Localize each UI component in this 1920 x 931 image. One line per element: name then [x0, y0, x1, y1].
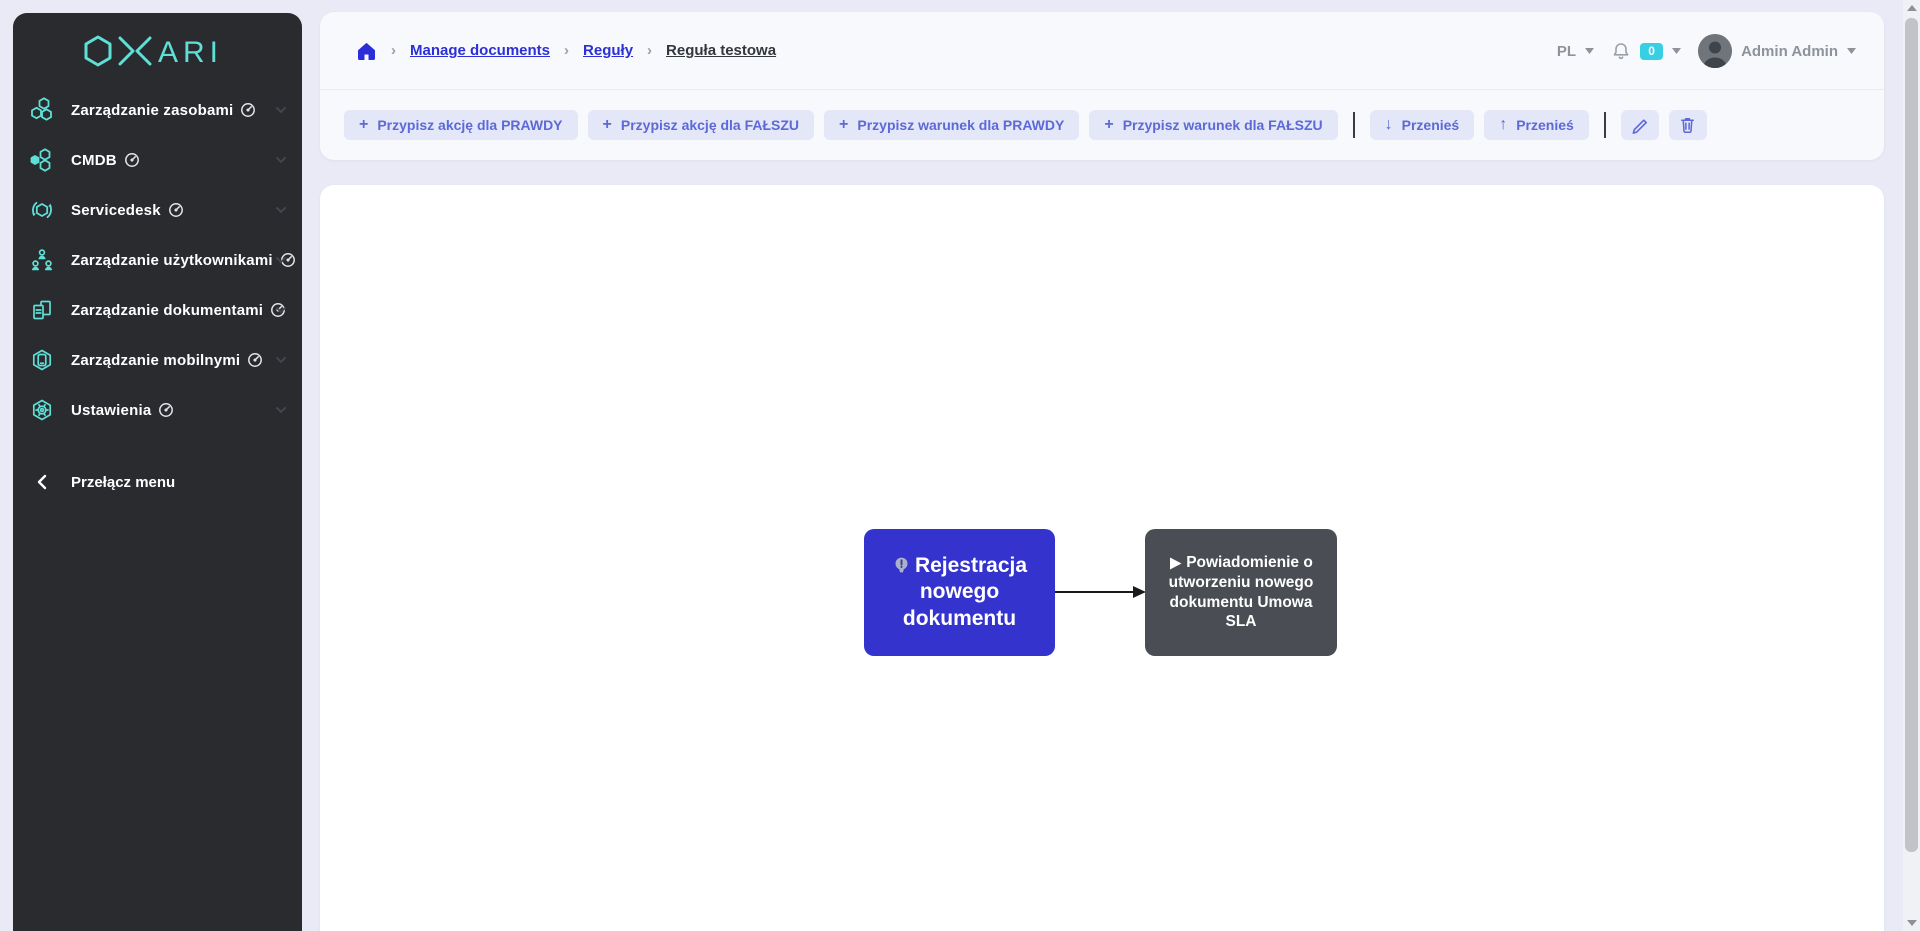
chevron-down-icon	[274, 203, 288, 222]
move-down-button[interactable]: ↓ Przenieś	[1369, 109, 1475, 140]
node-content: Powiadomienie o utworzeniu nowego dokume…	[1155, 553, 1327, 632]
language-selector[interactable]: PL	[1556, 42, 1577, 60]
avatar[interactable]	[1698, 34, 1733, 68]
button-label: Przypisz warunek dla FAŁSZU	[1122, 116, 1323, 133]
servicedesk-icon	[29, 197, 55, 223]
sidebar-item-label: Zarządzanie dokumentami	[71, 301, 264, 319]
gauge-icon	[247, 352, 263, 368]
rule-flow-canvas[interactable]: Rejestracja nowego dokumentu Powiadomien…	[320, 185, 1884, 931]
breadcrumb-separator: ›	[564, 42, 570, 59]
settings-icon	[29, 397, 55, 423]
breadcrumb: › Manage documents › Reguły › Reguła tes…	[320, 12, 1884, 90]
toolbar-divider	[1603, 111, 1606, 138]
pencil-icon	[1630, 115, 1649, 134]
chevron-down-icon	[274, 153, 288, 172]
gauge-icon	[124, 152, 140, 168]
sidebar-item-label: CMDB	[71, 151, 117, 169]
assign-action-false-button[interactable]: + Przypisz akcję dla FAŁSZU	[587, 109, 815, 140]
sidebar-item-zarzadzanie-mobilnymi[interactable]: Zarządzanie mobilnymi	[13, 335, 302, 385]
scroll-up-arrow-icon[interactable]	[1903, 0, 1920, 16]
plus-icon: +	[602, 115, 612, 133]
sidebar-item-zarzadzanie-zasobami[interactable]: Zarządzanie zasobami	[13, 85, 302, 135]
arrow-up-icon: ↑	[1499, 115, 1508, 133]
sidebar-item-cmdb[interactable]: CMDB	[13, 135, 302, 185]
rule-toolbar: + Przypisz akcję dla PRAWDY + Przypisz a…	[320, 90, 1884, 159]
sidebar-item-label: Zarządzanie mobilnymi	[71, 351, 241, 369]
vertical-scrollbar[interactable]	[1903, 0, 1920, 931]
assign-condition-false-button[interactable]: + Przypisz warunek dla FAŁSZU	[1089, 109, 1338, 140]
breadcrumb-link-reguly[interactable]: Reguły	[583, 42, 634, 59]
chevron-down-icon	[274, 253, 288, 272]
assign-condition-true-button[interactable]: + Przypisz warunek dla PRAWDY	[824, 109, 1080, 140]
arrow-down-icon: ↓	[1384, 115, 1393, 133]
button-label: Przenieś	[1401, 116, 1460, 133]
chevron-down-icon	[274, 303, 288, 322]
assign-action-true-button[interactable]: + Przypisz akcję dla PRAWDY	[344, 109, 578, 140]
assets-hexagons-icon	[29, 97, 55, 123]
bulb-icon	[895, 557, 908, 573]
user-name[interactable]: Admin Admin	[1741, 42, 1838, 60]
gauge-icon	[158, 402, 174, 418]
sidebar-item-label: Zarządzanie użytkownikami	[71, 251, 273, 269]
chevron-down-icon[interactable]	[1847, 48, 1856, 54]
bell-icon[interactable]	[1611, 41, 1631, 61]
node-content: Rejestracja nowego dokumentu	[878, 553, 1041, 632]
sidebar-item-label: Ustawienia	[71, 401, 152, 419]
oxari-logo-icon: ARI	[84, 35, 223, 67]
plus-icon: +	[839, 115, 849, 133]
node-label: Rejestracja nowego dokumentu	[902, 554, 1028, 630]
sidebar-item-servicedesk[interactable]: Servicedesk	[13, 185, 302, 235]
mobile-icon	[29, 347, 55, 373]
sidebar-item-zarzadzanie-uzytkownikami[interactable]: Zarządzanie użytkownikami	[13, 235, 302, 285]
toolbar-divider	[1352, 111, 1355, 138]
gauge-icon	[280, 252, 296, 268]
node-label: Powiadomienie o utworzeniu nowego dokume…	[1168, 553, 1314, 631]
button-label: Przypisz warunek dla PRAWDY	[857, 116, 1065, 133]
breadcrumb-separator: ›	[391, 42, 396, 59]
gauge-icon	[240, 102, 256, 118]
users-icon	[29, 247, 55, 273]
sidebar-item-zarzadzanie-dokumentami[interactable]: Zarządzanie dokumentami	[13, 285, 302, 335]
chevron-down-icon	[274, 403, 288, 422]
svg-text:ARI: ARI	[158, 36, 223, 67]
plus-icon: +	[1104, 115, 1114, 133]
chevron-down-icon[interactable]	[1585, 48, 1595, 54]
cmdb-hexagons-icon	[29, 147, 55, 173]
chevron-down-icon[interactable]	[1672, 48, 1682, 54]
flow-node-trigger[interactable]: Rejestracja nowego dokumentu	[864, 529, 1055, 656]
play-icon	[1170, 557, 1182, 570]
move-up-button[interactable]: ↑ Przenieś	[1484, 109, 1589, 140]
sidebar: ARI Zarządzanie zasobami	[13, 13, 302, 931]
button-label: Przypisz akcję dla FAŁSZU	[620, 116, 800, 133]
flow-node-action[interactable]: Powiadomienie o utworzeniu nowego dokume…	[1145, 529, 1337, 656]
documents-icon	[29, 297, 55, 323]
sidebar-toggle-label: Przełącz menu	[71, 473, 176, 491]
breadcrumb-current-regula-testowa[interactable]: Reguła testowa	[666, 42, 777, 59]
sidebar-item-label: Servicedesk	[71, 201, 161, 219]
breadcrumb-separator: ›	[647, 42, 653, 59]
scrollbar-thumb[interactable]	[1905, 18, 1918, 852]
scroll-down-arrow-icon[interactable]	[1903, 915, 1920, 931]
button-label: Przypisz akcję dla PRAWDY	[377, 116, 563, 133]
sidebar-menu: Zarządzanie zasobami CMDB	[13, 85, 302, 435]
trash-icon	[1678, 115, 1697, 134]
home-icon[interactable]	[356, 41, 377, 61]
plus-icon: +	[359, 115, 369, 133]
edit-rule-button[interactable]	[1620, 109, 1659, 140]
delete-rule-button[interactable]	[1668, 109, 1707, 140]
chevron-down-icon	[274, 103, 288, 122]
oxari-logo: ARI	[13, 35, 302, 69]
notification-count-badge[interactable]: 0	[1640, 42, 1664, 60]
button-label: Przenieś	[1516, 116, 1574, 133]
breadcrumb-link-manage-documents[interactable]: Manage documents	[410, 42, 551, 59]
header-card: › Manage documents › Reguły › Reguła tes…	[320, 12, 1884, 160]
userbar: PL 0 Admin Admin	[1557, 12, 1856, 90]
gauge-icon	[168, 202, 184, 218]
chevron-down-icon	[274, 353, 288, 372]
sidebar-toggle-menu[interactable]: Przełącz menu	[13, 459, 302, 505]
sidebar-item-ustawienia[interactable]: Ustawienia	[13, 385, 302, 435]
sidebar-item-label: Zarządzanie zasobami	[71, 101, 234, 119]
chevron-left-icon	[29, 474, 55, 490]
flow-edge-arrow	[1055, 586, 1146, 598]
